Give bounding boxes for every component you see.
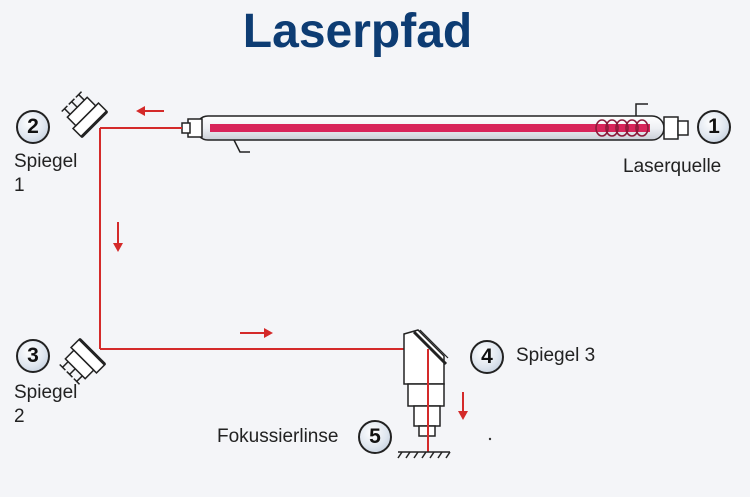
beam-direction-arrow-icon: [240, 328, 273, 338]
tube-coil-icon: [595, 119, 649, 137]
badge-laser-source: 1: [697, 110, 731, 144]
mirror-mount-icon: [61, 91, 109, 139]
beam-direction-arrow-icon: [136, 106, 164, 116]
workpiece-ground-icon: [397, 451, 451, 459]
beam-direction-arrow-icon: [458, 392, 468, 420]
mirror-mount-icon: [59, 337, 107, 385]
label-mirror-1-line2: 1: [14, 175, 25, 196]
laser-tube-icon: [181, 103, 689, 153]
badge-focus-lens: 5: [358, 420, 392, 454]
label-focus-lens: Fokussierlinse: [217, 426, 339, 447]
label-laser-source: Laserquelle: [623, 156, 722, 177]
badge-mirror-3: 4: [470, 340, 504, 374]
label-mirror-2-line1: Spiegel: [14, 382, 78, 403]
label-mirror-1-line1: Spiegel: [14, 151, 78, 172]
laser-beam: [99, 127, 429, 452]
badge-mirror-2: 3: [16, 339, 50, 373]
label-mirror-3: Spiegel 3: [516, 345, 596, 366]
label-mirror-2-line2: 2: [14, 406, 25, 427]
beam-direction-arrow-icon: [113, 222, 123, 252]
page-title: Laserpfad: [242, 5, 473, 58]
laser-head-icon: [403, 329, 449, 437]
badge-mirror-1: 2: [16, 110, 50, 144]
